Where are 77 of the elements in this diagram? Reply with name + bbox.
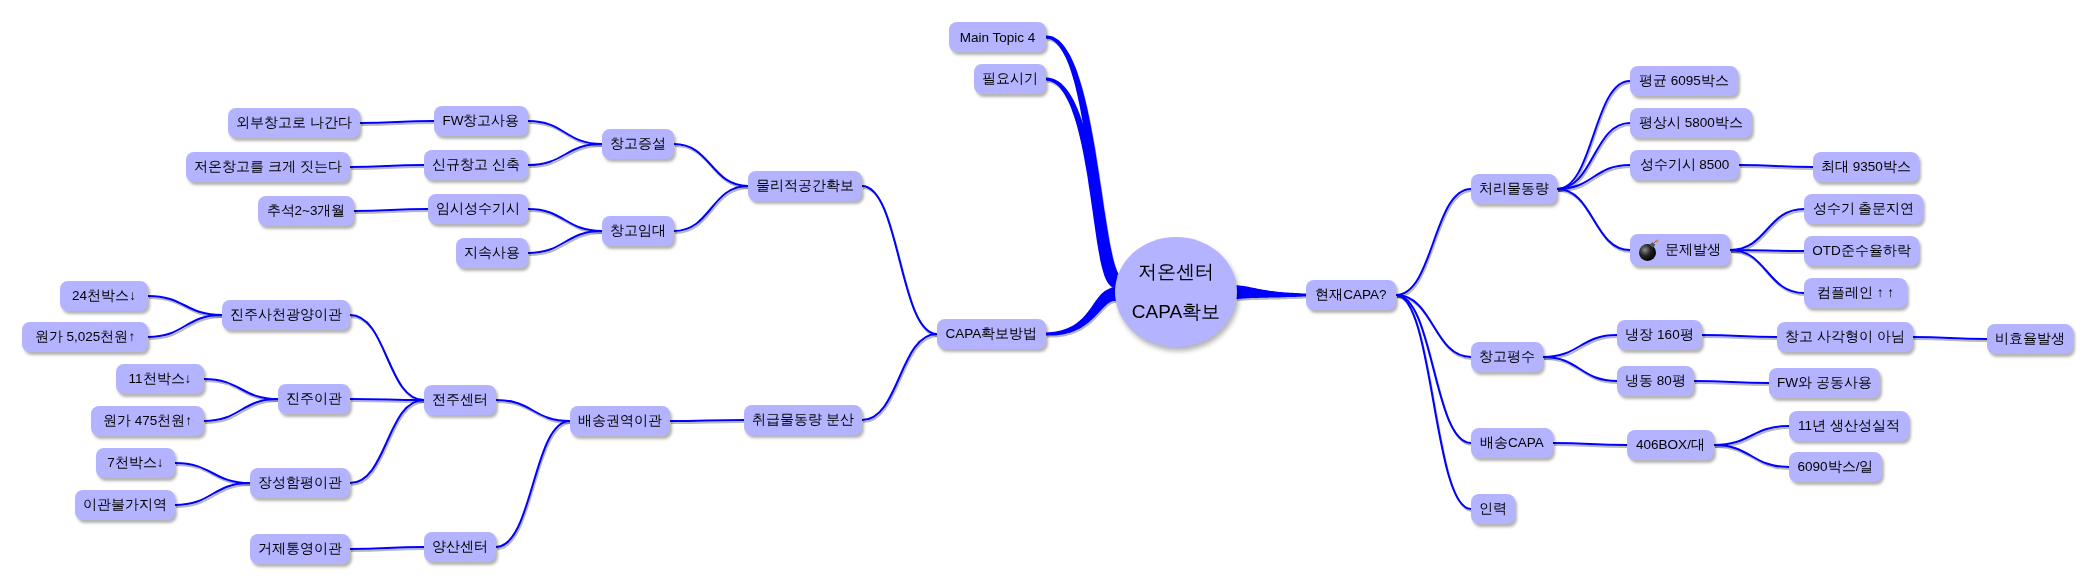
topic-box: 창고평수 <box>1471 342 1543 372</box>
topic-box: 성수기시 8500 <box>1630 150 1739 180</box>
connector-line <box>673 185 749 232</box>
topic-box: 냉동 80평 <box>1617 366 1694 396</box>
topic-box: 처리물동량 <box>1471 174 1557 204</box>
topic-box: 비효율발생 <box>1987 324 2073 354</box>
topic-box: 진주사천광양이관 <box>222 300 350 330</box>
topic-box: OTD준수율하락 <box>1804 236 1919 266</box>
topic-box: 양산센터 <box>424 532 496 562</box>
topic-box: 전주센터 <box>424 385 496 415</box>
tapered-connector <box>1046 35 1120 288</box>
topic-box: 물리적공간확보 <box>748 171 862 201</box>
connector-line <box>349 399 425 484</box>
connector-line <box>1692 380 1770 384</box>
topic-box: 평상시 5800박스 <box>1630 108 1752 138</box>
topic-box: 필요시기 <box>974 64 1046 94</box>
topic-box <box>1630 234 1730 266</box>
topic-box: 최대 9350박스 <box>1813 152 1919 182</box>
topic-label: 문제발생 <box>1665 241 1721 259</box>
topic-box: 창고증설 <box>602 129 674 159</box>
connector-line <box>495 420 571 548</box>
connector-line <box>147 314 223 338</box>
connector-line <box>527 230 603 254</box>
topic-box: 7천박스↓ <box>96 448 175 478</box>
topic-box: 저온창고를 크게 짓는다 <box>186 152 350 182</box>
connector-line <box>1729 249 1805 294</box>
topic-box: 신규창고 신축 <box>424 150 528 180</box>
topic-box: 평균 6095박스 <box>1630 66 1738 96</box>
topic-box: 406BOX/대 <box>1627 430 1714 460</box>
topic-box: 지속사용 <box>456 238 528 268</box>
topic-box: 11년 생산성실적 <box>1789 411 1909 441</box>
topic-box: 6090박스/일 <box>1789 452 1882 482</box>
connector-line <box>1556 188 1631 251</box>
tapered-connector <box>1046 287 1116 336</box>
topic-box: 배송권역이관 <box>570 406 670 436</box>
topic-box: 24천박스↓ <box>60 281 148 311</box>
topic-box: 추석2~3개월 <box>258 196 354 226</box>
topic-box: 냉장 160평 <box>1617 320 1702 350</box>
topic-box: 창고임대 <box>602 216 674 246</box>
connector-line <box>1911 336 1988 340</box>
topic-box: 임시성수기시 <box>428 194 528 224</box>
topic-box: 거제통영이관 <box>250 534 350 564</box>
connector-line <box>349 164 425 168</box>
topic-box: 장성함평이관 <box>250 468 350 498</box>
topic-box: CAPA확보방법 <box>937 319 1046 349</box>
connector-line <box>353 208 429 212</box>
topic-box: 컴플레인 ↑ ↑ <box>1804 278 1907 308</box>
topic-box: 현재CAPA? <box>1306 280 1396 310</box>
connector-line <box>1713 444 1790 468</box>
connector-line <box>1701 334 1778 338</box>
topic-box: 11천박스↓ <box>116 364 204 394</box>
connector-line <box>1552 442 1628 446</box>
topic-box: 원가 475천원↑ <box>91 406 204 436</box>
topic-box: 이관불가지역 <box>75 490 175 520</box>
connector-line <box>669 419 746 422</box>
connector-line <box>861 333 938 421</box>
tapered-connector <box>1236 285 1306 300</box>
connector-line <box>1542 356 1618 382</box>
topic-box: 외부창고로 나간다 <box>228 108 360 138</box>
connector-line <box>527 143 603 166</box>
topic-box: 배송CAPA <box>1471 428 1553 458</box>
connector-line <box>1395 294 1472 510</box>
topic-box: 성수기 출문지연 <box>1804 194 1923 224</box>
topic-box: 창고 사각형이 아님 <box>1777 322 1913 352</box>
topic-box: FW창고사용 <box>434 106 528 136</box>
connector-line <box>203 398 279 422</box>
topic-box: 인력 <box>1471 494 1515 524</box>
central-topic: 저온센터 CAPA확보 <box>1115 237 1237 347</box>
topic-box: 원가 5,025천원↑ <box>22 322 148 352</box>
connector-line <box>1738 164 1814 168</box>
topic-box: FW와 공동사용 <box>1769 368 1880 398</box>
topic-box: Main Topic 4 <box>949 22 1046 52</box>
connector-line <box>359 120 435 124</box>
topic-box: 취급물동량 분산 <box>744 405 862 435</box>
connector-line <box>174 482 251 506</box>
topic-box: 진주이관 <box>278 384 350 414</box>
connector-line <box>349 546 425 550</box>
